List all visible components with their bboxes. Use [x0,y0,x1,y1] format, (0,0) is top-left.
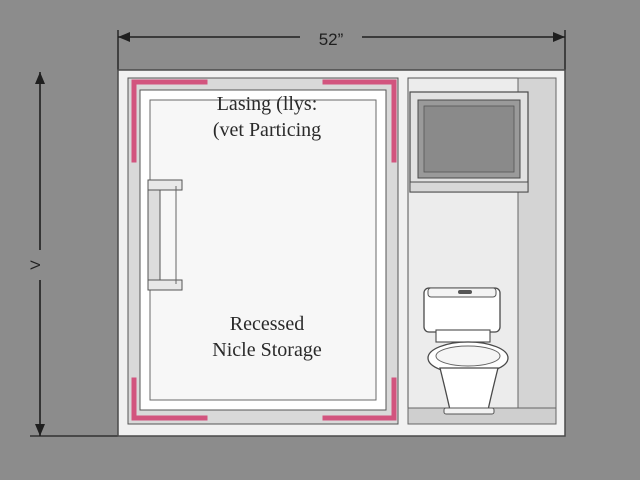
height-dimension-label: V [27,260,43,270]
width-dimension: 52” [117,26,566,70]
niche-room [127,77,399,425]
room-label-line1: Lasing (llys: [217,93,318,115]
wall-cabinet [409,91,529,193]
storage-label: Recessed Nicle Storage [212,313,322,361]
room-label: Lasing (llys: (vet Particing [213,93,321,141]
height-dimension: V [27,72,118,437]
wall-shelf [147,179,183,291]
width-dimension-label: 52” [319,30,344,49]
storage-label-line2: Nicle Storage [212,339,322,361]
room-label-line2: (vet Particing [213,119,321,141]
pink-corner-trim [131,79,397,421]
toilet-icon [423,287,509,415]
storage-label-line1: Recessed [230,313,304,335]
